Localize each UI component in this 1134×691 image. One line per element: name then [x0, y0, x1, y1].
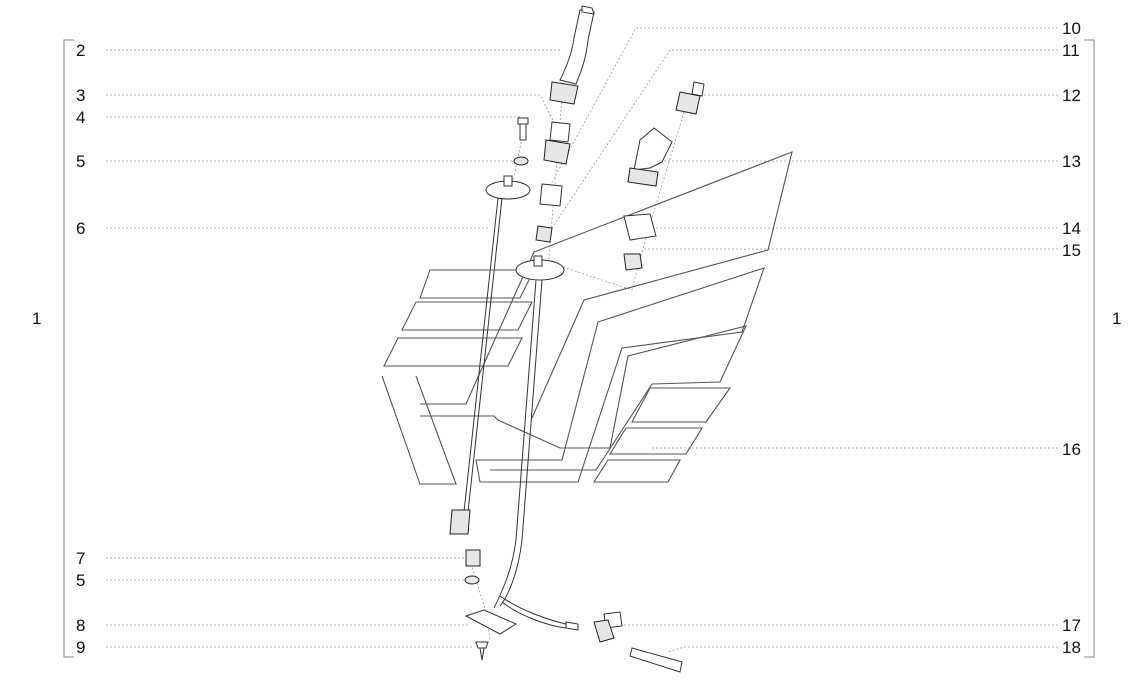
- callout-13: 13: [1062, 152, 1081, 171]
- fuel-tank-outline: [381, 151, 793, 485]
- callout-6: 6: [76, 219, 85, 238]
- fitting-part-3: [543, 121, 571, 165]
- callout-8: 8: [76, 616, 85, 635]
- callout-9: 9: [76, 638, 85, 657]
- assembly-label-right: 1: [1112, 309, 1121, 328]
- elbow-part-13: [627, 127, 673, 187]
- callout-12: 12: [1062, 86, 1081, 105]
- leader-3: [106, 94, 557, 127]
- callout-7: 7: [76, 549, 85, 568]
- callout-18: 18: [1062, 638, 1081, 657]
- callout-2: 2: [76, 41, 85, 60]
- callout-16: 16: [1062, 440, 1081, 459]
- nut-part-14: [623, 213, 657, 241]
- bolt-part-4: [517, 117, 529, 141]
- callout-10: 10: [1062, 19, 1081, 38]
- plate-part-8: [464, 609, 518, 635]
- callout-4: 4: [76, 108, 85, 127]
- hose-part-2: [549, 5, 595, 105]
- rod-part-18: [629, 647, 683, 673]
- ferrule-part-15: [623, 253, 643, 271]
- leader-15: [637, 248, 1058, 259]
- callout-17: 17: [1062, 616, 1081, 635]
- leader-11: [551, 49, 1058, 229]
- right-assembly-bracket: [1084, 39, 1095, 658]
- bushing-part-7: [465, 549, 481, 567]
- nut-part-10: [539, 183, 563, 207]
- suction-tube-part-16: [493, 255, 579, 631]
- level-sensor-part-6: [449, 175, 531, 535]
- callout-3: 3: [76, 86, 85, 105]
- clamp-part-17: [593, 611, 623, 643]
- callout-15: 15: [1062, 241, 1081, 260]
- axis-elbow-to-nut: [547, 111, 685, 291]
- washer-part-5-bottom: [464, 575, 480, 585]
- ferrule-part-11: [535, 225, 553, 243]
- washer-part-5-top: [513, 156, 529, 166]
- leader-18: [667, 646, 1058, 653]
- callout-5-top: 5: [76, 152, 85, 171]
- axis-bottom-plate: [469, 559, 491, 641]
- left-assembly-bracket: [63, 39, 74, 658]
- connector-part-12: [675, 81, 705, 115]
- callout-5-bottom: 5: [76, 571, 85, 590]
- screw-part-9: [475, 641, 489, 661]
- callout-14: 14: [1062, 219, 1081, 238]
- leader-10: [551, 27, 1058, 183]
- assembly-label-left: 1: [32, 309, 41, 328]
- callout-11: 11: [1062, 41, 1080, 60]
